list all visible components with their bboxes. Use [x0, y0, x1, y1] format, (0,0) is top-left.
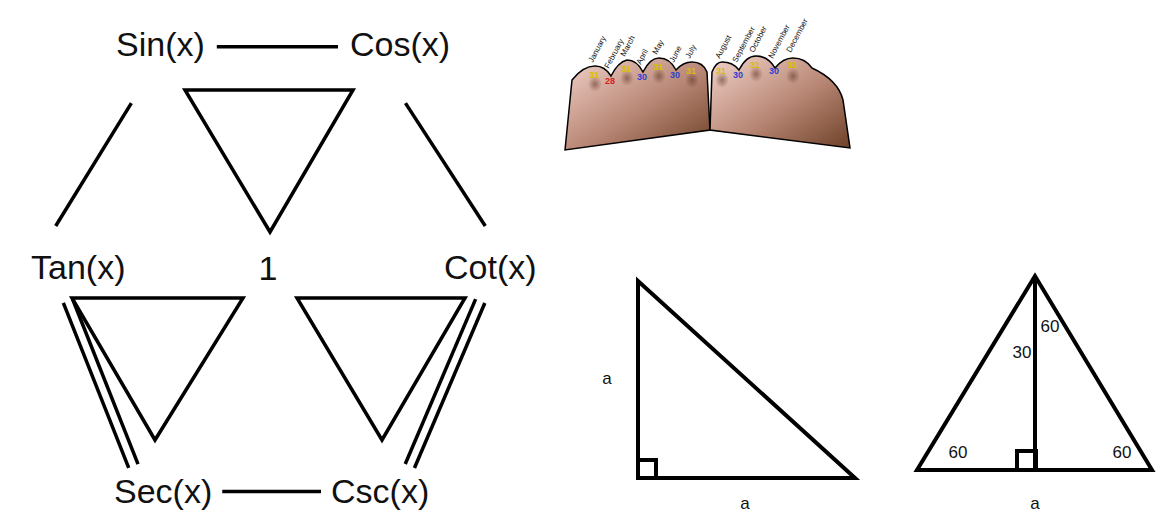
text-label: 1: [259, 251, 278, 285]
function-name: Cot(x): [440, 246, 541, 289]
text-label: 30: [1013, 344, 1032, 361]
function-name: Tan(x): [27, 246, 129, 289]
function-name: Cos(x): [346, 23, 454, 66]
text-label: 60: [1113, 444, 1132, 461]
connector-stroke: [405, 103, 485, 226]
text-label: 60: [949, 444, 968, 461]
connector-stroke: [217, 45, 338, 49]
function-label: Tan(x): [31, 248, 125, 286]
month-name: November: [767, 24, 791, 60]
right-triangle: [638, 281, 855, 478]
connector-line: [405, 103, 485, 226]
function-label: Cos(x): [350, 25, 450, 63]
text-label: a: [602, 370, 611, 387]
text-label: 60: [1041, 318, 1060, 335]
month-name: August: [714, 34, 733, 60]
connector-line: [222, 491, 321, 492]
connector-line: [56, 103, 132, 226]
day-count: 31: [686, 67, 696, 76]
text-label: a: [1030, 495, 1039, 512]
connector-stroke: [73, 299, 138, 464]
day-count: 30: [670, 71, 680, 80]
function-label: Csc(x): [331, 472, 429, 510]
connector-stroke: [414, 303, 484, 468]
function-label: Sin(x): [116, 25, 205, 63]
day-count: 31: [653, 63, 663, 72]
day-count: 31: [750, 61, 760, 70]
connector-stroke: [222, 490, 321, 494]
day-count: 31: [787, 61, 797, 70]
connector-line: [217, 46, 338, 47]
day-count: 30: [637, 73, 647, 82]
month-name: December: [785, 18, 809, 54]
month-name: January: [587, 35, 607, 64]
text-label: a: [740, 495, 749, 512]
month-name: March: [619, 34, 637, 57]
connector-stroke: [405, 299, 475, 464]
function-name: Csc(x): [327, 470, 433, 513]
double-connector: [405, 299, 485, 468]
connector-stroke: [63, 303, 128, 468]
day-count: 31: [621, 65, 631, 74]
triangle: [72, 90, 465, 440]
equilateral-triangle: [917, 276, 1152, 470]
connector-stroke: [56, 103, 132, 226]
month-name: July: [684, 44, 698, 60]
knuckle-hands: [565, 56, 850, 150]
day-count: 30: [769, 67, 779, 76]
function-label: Cot(x): [444, 248, 537, 286]
function-name: Sin(x): [112, 23, 209, 66]
day-count: 31: [589, 71, 599, 80]
day-count: 30: [733, 71, 743, 80]
double-connector: [63, 299, 138, 468]
day-count: 28: [605, 77, 615, 86]
month-name: May: [651, 39, 665, 56]
function-label: Sec(x): [114, 472, 212, 510]
day-count: 31: [716, 67, 726, 76]
function-name: Sec(x): [110, 470, 216, 513]
month-name: June: [668, 45, 683, 64]
